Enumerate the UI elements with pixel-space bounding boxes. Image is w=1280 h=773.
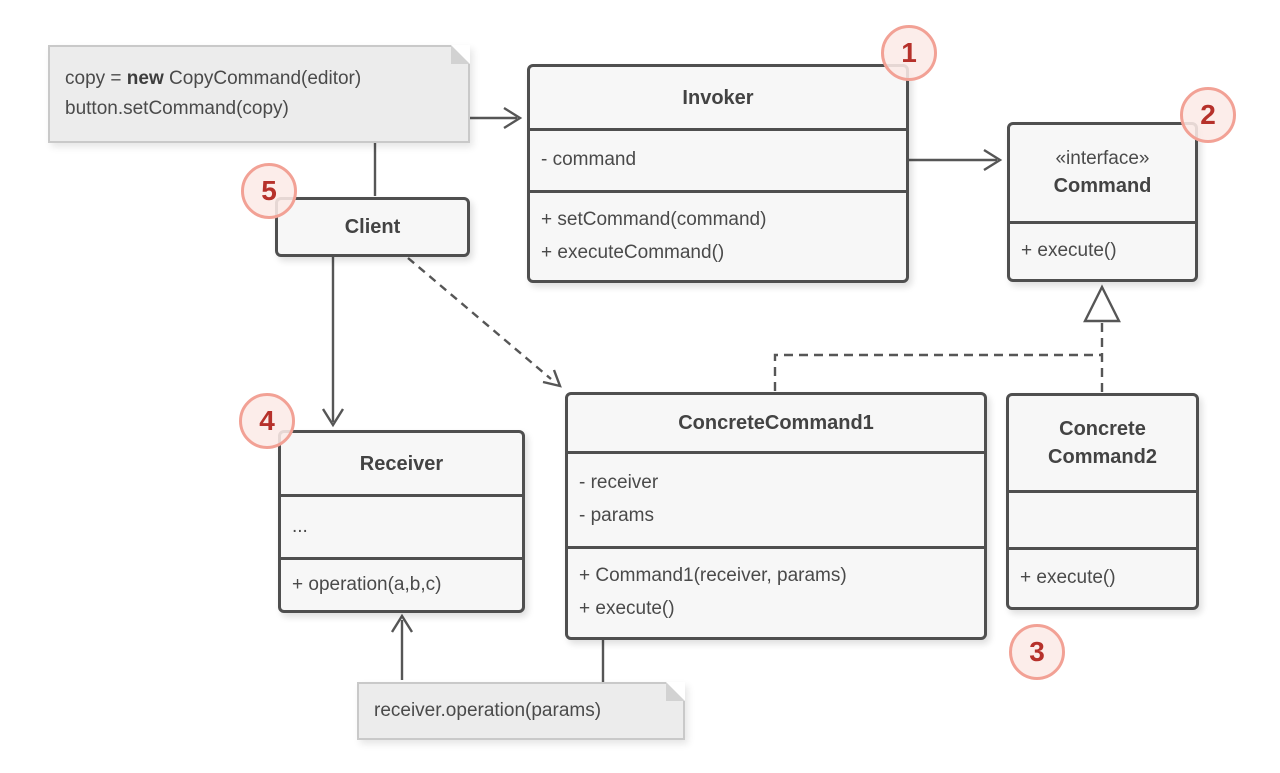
client-code-note: copy = new CopyCommand(editor) button.se… — [48, 45, 470, 143]
concrete-command2-methods: + execute() — [1009, 547, 1196, 607]
note-line: receiver.operation(params) — [374, 699, 602, 721]
concretecommand1-realization-dashed — [773, 353, 1102, 391]
note-line-1: copy = new CopyCommand(editor) — [65, 67, 362, 89]
step-badge-1: 1 — [881, 25, 937, 81]
hollow-triangle-arrowhead — [1083, 284, 1121, 323]
arrowhead-right — [503, 106, 523, 130]
class-name: Receiver — [359, 452, 444, 475]
concrete-command1-header: ConcreteCommand1 — [568, 395, 984, 451]
field: - receiver — [579, 472, 659, 494]
method: + execute() — [579, 598, 675, 619]
arrowhead-down — [321, 408, 345, 428]
note-fold-corner — [451, 45, 470, 64]
class-name: Invoker — [682, 86, 754, 109]
class-invoker: Invoker - command + setCommand(command) … — [527, 64, 909, 283]
step-badge-3: 3 — [1009, 624, 1065, 680]
field: ... — [292, 515, 308, 537]
class-name-line1: Concrete — [1059, 418, 1146, 440]
class-concrete-command1: ConcreteCommand1 - receiver - params + C… — [565, 392, 987, 640]
invoker-methods: + setCommand(command) + executeCommand() — [530, 190, 906, 280]
concrete-command1-fields: - receiver - params — [568, 451, 984, 546]
concrete-command2-fields — [1009, 490, 1196, 547]
interface-command: «interface» Command + execute() — [1007, 122, 1198, 282]
command-methods: + execute() — [1010, 221, 1195, 279]
method: + execute() — [1020, 567, 1116, 589]
concrete-command1-methods: + Command1(receiver, params) + execute() — [568, 546, 984, 637]
method: + executeCommand() — [541, 241, 725, 263]
step-badge-5: 5 — [241, 163, 297, 219]
class-name: ConcreteCommand1 — [678, 412, 874, 434]
receiver-header: Receiver — [281, 433, 522, 494]
field: - params — [579, 505, 654, 526]
invoker-header: Invoker — [530, 67, 906, 128]
arrowhead-up — [390, 613, 414, 633]
method: + operation(a,b,c) — [292, 573, 442, 595]
note-line-2: button.setCommand(copy) — [65, 98, 289, 119]
class-client: Client — [275, 197, 470, 257]
field: - command — [541, 149, 637, 171]
command-header: «interface» Command — [1010, 125, 1195, 221]
receiver-call-note: receiver.operation(params) — [357, 682, 685, 740]
receiver-fields: ... — [281, 494, 522, 557]
stereotype-label: «interface» — [1055, 147, 1150, 169]
step-badge-2: 2 — [1180, 87, 1236, 143]
concrete-command2-header: Concrete Command2 — [1009, 396, 1196, 490]
class-name: Command — [1053, 175, 1152, 198]
receiver-methods: + operation(a,b,c) — [281, 557, 522, 610]
method: + Command1(receiver, params) — [579, 565, 847, 587]
class-name: Client — [344, 216, 401, 238]
arrowhead-right — [983, 148, 1003, 172]
class-name-line2: Command2 — [1048, 446, 1157, 468]
method: + execute() — [1021, 240, 1117, 262]
method: + setCommand(command) — [541, 208, 767, 230]
step-badge-4: 4 — [239, 393, 295, 449]
class-concrete-command2: Concrete Command2 + execute() — [1006, 393, 1199, 610]
arrowhead-diagonal — [542, 369, 562, 388]
invoker-fields: - command — [530, 128, 906, 190]
note-fold-corner — [666, 682, 685, 701]
client-header: Client — [278, 200, 467, 254]
class-receiver: Receiver ... + operation(a,b,c) — [278, 430, 525, 613]
